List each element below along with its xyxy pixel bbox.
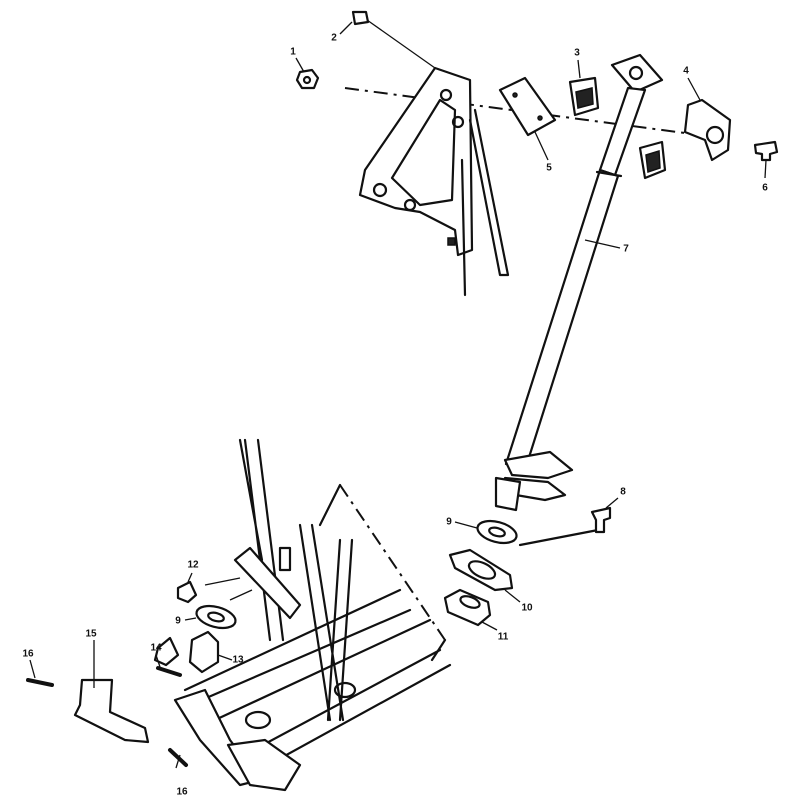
leader-lines bbox=[29, 21, 767, 769]
callout-2: 2 bbox=[331, 32, 337, 44]
callout-14: 14 bbox=[150, 642, 162, 654]
part-8-bolt bbox=[590, 506, 612, 534]
part-9-washer bbox=[476, 519, 518, 545]
callout-7: 7 bbox=[623, 243, 629, 255]
part-5-plate bbox=[498, 76, 557, 137]
part-10-flange bbox=[448, 548, 514, 592]
callout-13: 13 bbox=[232, 654, 244, 666]
part-15-bracket bbox=[73, 678, 150, 744]
callout-10: 10 bbox=[521, 602, 533, 614]
callout-5: 5 bbox=[546, 162, 552, 174]
callout-16-bottom: 16 bbox=[176, 786, 188, 798]
part-12-nut bbox=[176, 580, 198, 604]
part-11-bushing bbox=[443, 588, 492, 627]
frame bbox=[173, 438, 452, 792]
part-16-bolt-bottom bbox=[168, 748, 188, 767]
part-3-bushing bbox=[568, 76, 667, 180]
part-7-steering-column bbox=[494, 53, 664, 512]
part-2-bolt bbox=[351, 10, 436, 69]
callout-6: 6 bbox=[762, 182, 768, 194]
callout-12: 12 bbox=[187, 559, 199, 571]
callout-15: 15 bbox=[85, 628, 97, 640]
part-4-clamp bbox=[683, 98, 732, 162]
callout-9-lower: 9 bbox=[175, 615, 181, 627]
callout-3: 3 bbox=[574, 47, 580, 59]
callout-4: 4 bbox=[683, 65, 689, 77]
callout-11: 11 bbox=[497, 631, 509, 643]
part-6-pin bbox=[753, 140, 779, 162]
part-14-bolt bbox=[156, 666, 182, 677]
pedal-bracket bbox=[358, 66, 510, 297]
callout-9: 9 bbox=[446, 516, 452, 528]
callout-1: 1 bbox=[290, 46, 296, 58]
alignment-line-bolt bbox=[518, 528, 600, 547]
part-13-hex-nut bbox=[153, 630, 220, 674]
part-16-bolt-left bbox=[26, 678, 54, 687]
part-9-washer-lower bbox=[195, 604, 237, 630]
part-1-nut bbox=[295, 68, 320, 90]
callout-16-left: 16 bbox=[22, 648, 34, 660]
alignment-line-bottom bbox=[339, 484, 446, 641]
callout-8: 8 bbox=[620, 486, 626, 498]
